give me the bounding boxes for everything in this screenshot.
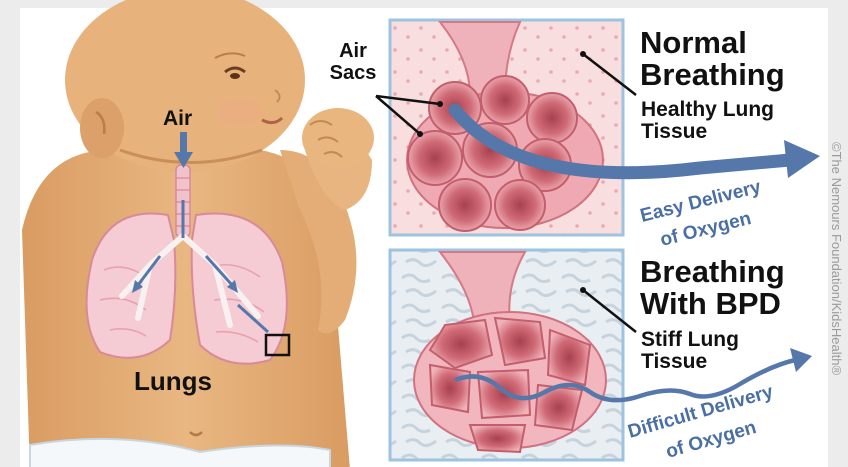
healthy-tissue-label-line1: Healthy Lung xyxy=(641,99,774,121)
normal-breathing-heading: Normal Breathing xyxy=(640,27,785,91)
bpd-breathing-heading: Breathing With BPD xyxy=(640,256,785,320)
copyright-credit: ©The Nemours Foundation/KidsHealth® xyxy=(826,140,846,465)
bpd-breathing-heading-line2: With BPD xyxy=(640,288,785,320)
air-sacs-label: Air Sacs xyxy=(316,40,390,84)
air-label: Air xyxy=(163,108,192,129)
stiff-tissue-label-line1: Stiff Lung xyxy=(641,329,739,351)
stiff-tissue-label-line2: Tissue xyxy=(641,351,739,373)
copyright-credit-text: ©The Nemours Foundation/KidsHealth® xyxy=(829,142,844,375)
normal-breathing-heading-line1: Normal xyxy=(640,27,785,59)
lungs-label: Lungs xyxy=(134,368,212,394)
stiff-tissue-label: Stiff Lung Tissue xyxy=(641,329,739,373)
healthy-tissue-label: Healthy Lung Tissue xyxy=(641,99,774,143)
healthy-tissue-label-line2: Tissue xyxy=(641,121,774,143)
bpd-breathing-heading-line1: Breathing xyxy=(640,256,785,288)
normal-breathing-heading-line2: Breathing xyxy=(640,59,785,91)
